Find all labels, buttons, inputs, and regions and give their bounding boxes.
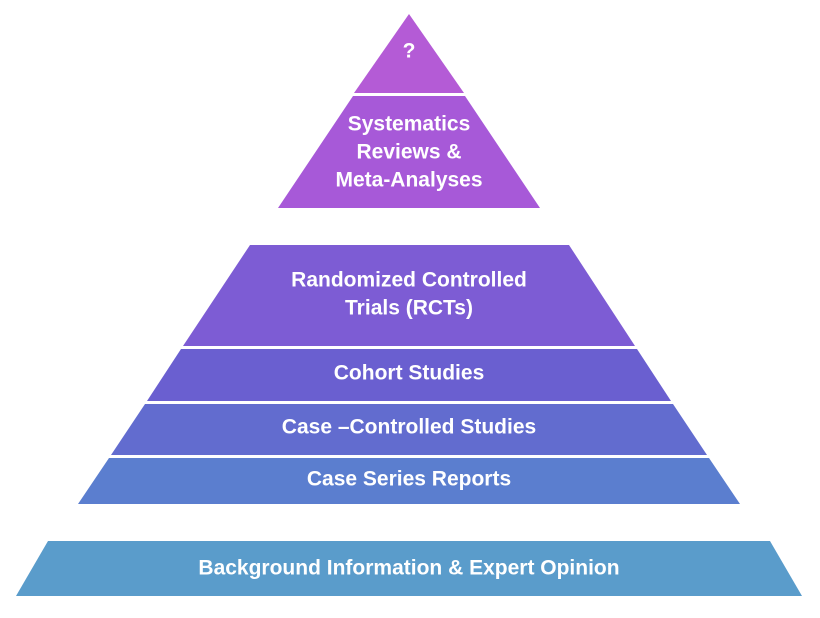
systematic-reviews-label-line-2: Reviews & xyxy=(356,141,461,164)
pyramid-tier-case-series-reports xyxy=(78,458,740,504)
systematic-reviews-label-line-1: Systematics xyxy=(348,113,471,136)
cohort-studies-label: Cohort Studies xyxy=(334,362,485,385)
pyramid-apex-tier xyxy=(354,14,464,93)
systematic-reviews-label-line-3: Meta-Analyses xyxy=(335,169,482,192)
case-controlled-studies-label: Case –Controlled Studies xyxy=(282,416,536,439)
pyramid-base-tier xyxy=(16,541,802,596)
pyramid-tier-case-controlled-studies xyxy=(111,404,707,455)
pyramid-tier-cohort-studies xyxy=(147,349,671,401)
rcts-label-line-2: Trials (RCTs) xyxy=(345,297,473,320)
apex-label: ? xyxy=(403,40,416,63)
pyramid-tier-systematic-reviews xyxy=(278,96,540,208)
background-information-label: Background Information & Expert Opinion xyxy=(198,557,619,580)
pyramid-tier-rcts xyxy=(183,245,635,346)
rcts-label-line-1: Randomized Controlled xyxy=(291,269,527,292)
case-series-reports-label: Case Series Reports xyxy=(307,468,511,491)
